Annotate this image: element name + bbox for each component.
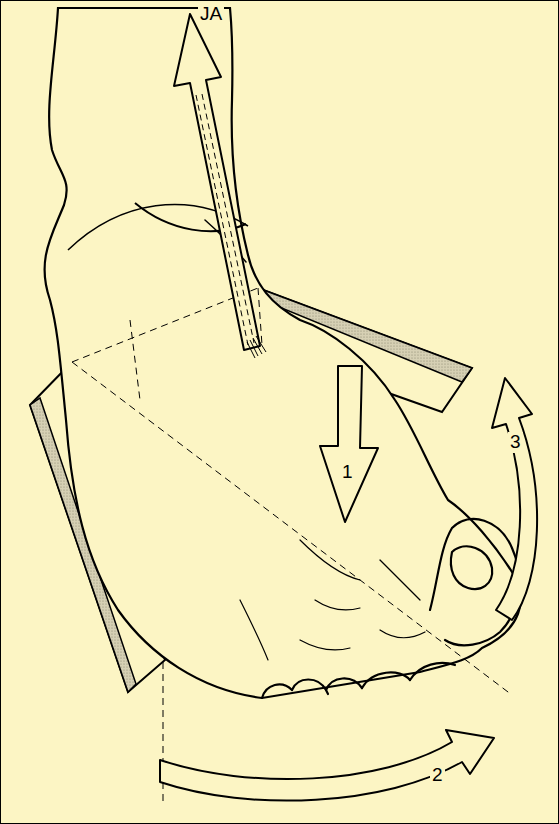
arrow-2 <box>160 730 494 801</box>
arrow-3 <box>492 378 537 620</box>
ja-arrow <box>174 14 266 358</box>
arrow-1 <box>320 366 378 522</box>
dashed-lines <box>72 288 512 695</box>
callout-number: 3 <box>508 432 523 453</box>
foot <box>45 8 521 698</box>
callout-number: 1 <box>340 462 355 483</box>
callout-number: 2 <box>430 765 445 786</box>
muscle-label: JA <box>198 4 224 25</box>
